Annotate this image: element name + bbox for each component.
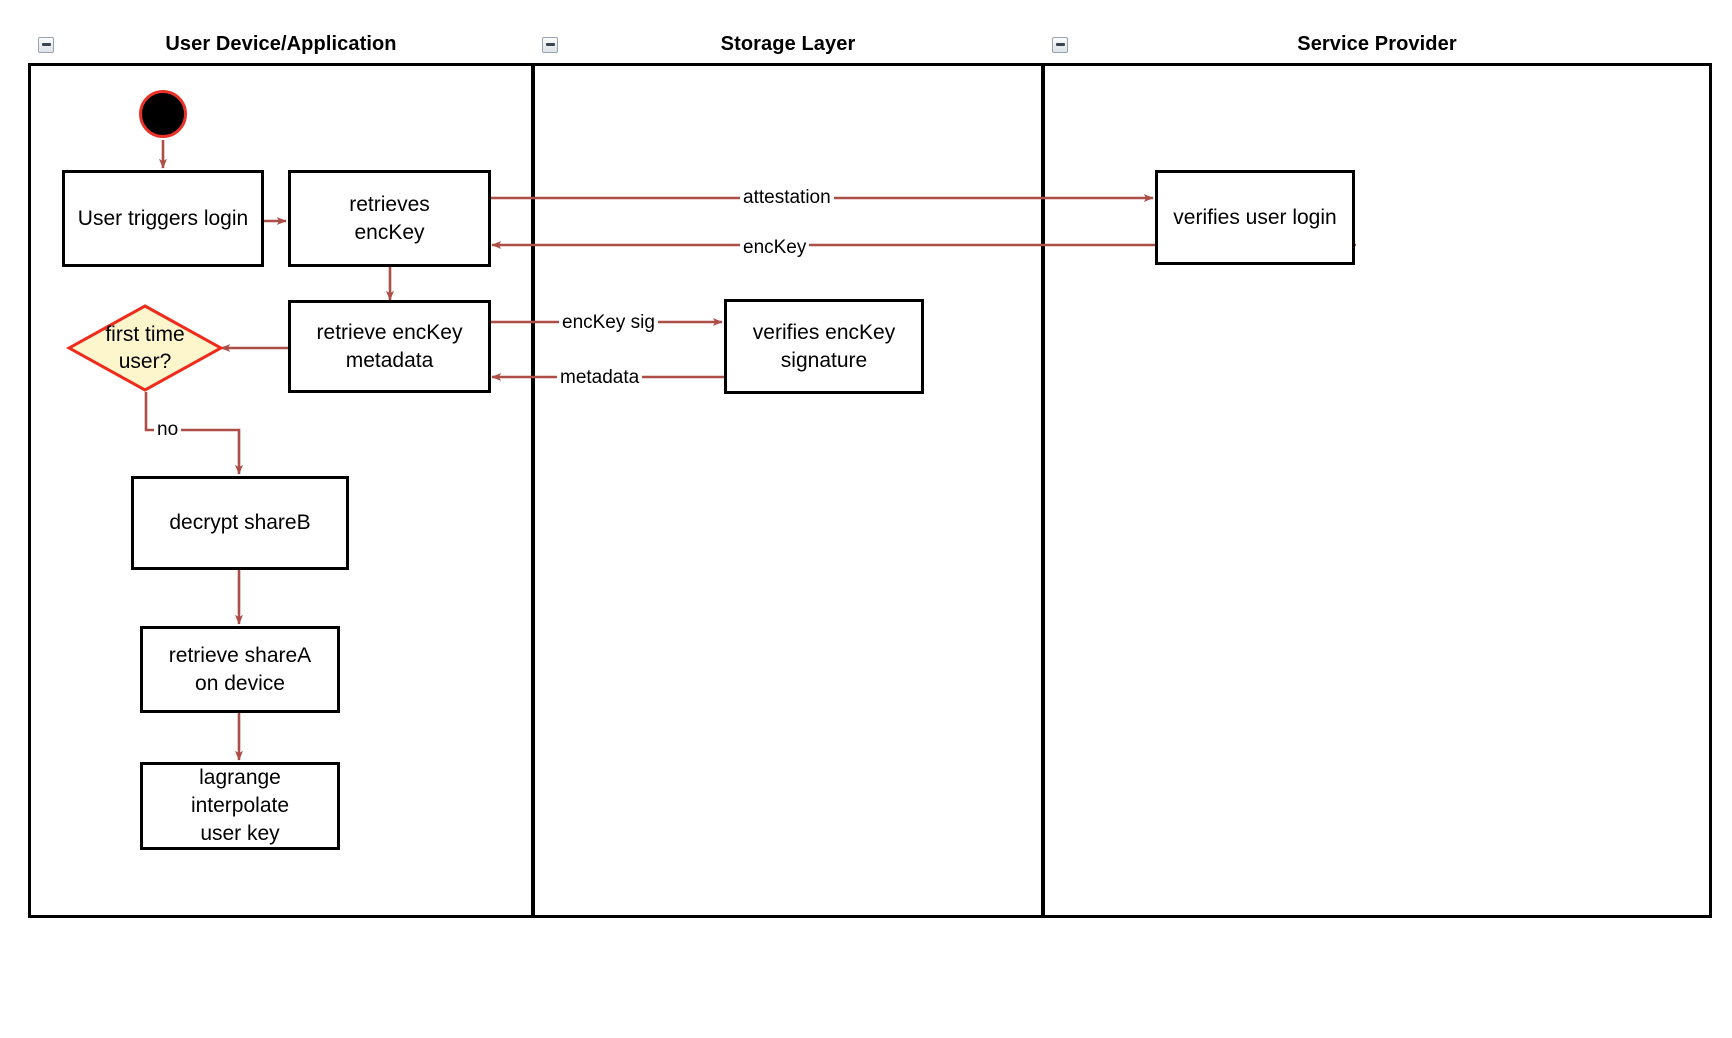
decision-label: first time user?: [105, 322, 185, 373]
node-verifies-user-login[interactable]: verifies user login: [1155, 170, 1355, 265]
collapse-minus-icon-user-device[interactable]: [38, 36, 54, 53]
collapse-minus-icon-storage-layer[interactable]: [542, 36, 558, 53]
lane-title-service-provider: Service Provider: [1297, 33, 1457, 55]
collapse-minus-icon-service-provider[interactable]: [1052, 36, 1068, 53]
node-lagrange-interpolate-user-key[interactable]: lagrange interpolate user key: [140, 762, 340, 850]
decision-diamond-shape: [66, 304, 224, 392]
lane-title-storage-layer: Storage Layer: [720, 33, 856, 55]
node-user-triggers-login[interactable]: User triggers login: [62, 170, 264, 267]
swimlane-storage-layer[interactable]: [532, 26, 1044, 918]
node-retrieve-sharea-on-device[interactable]: retrieve shareA on device: [140, 626, 340, 713]
node-verifies-enckey-signature[interactable]: verifies encKey signature: [724, 299, 924, 394]
lane-header-user-device[interactable]: User Device/Application: [28, 26, 534, 66]
swimlane-service-provider[interactable]: [1042, 26, 1712, 918]
edge-label-metadata: metadata: [557, 368, 643, 387]
node-decrypt-shareb[interactable]: decrypt shareB: [131, 476, 349, 570]
edge-label-enckey: encKey: [740, 238, 810, 257]
start-node[interactable]: [139, 90, 187, 138]
lane-header-service-provider[interactable]: Service Provider: [1042, 26, 1712, 66]
edge-label-attestation: attestation: [740, 188, 834, 207]
edge-label-enckey-sig: encKey sig: [559, 313, 658, 332]
edge-label-no: no: [154, 420, 182, 439]
node-retrieve-enckey-metadata[interactable]: retrieve encKey metadata: [288, 300, 491, 393]
node-retrieves-enckey[interactable]: retrieves encKey: [288, 170, 491, 267]
node-first-time-user-decision[interactable]: first time user?: [66, 303, 224, 393]
lane-title-user-device: User Device/Application: [165, 33, 397, 55]
lane-header-storage-layer[interactable]: Storage Layer: [532, 26, 1044, 66]
